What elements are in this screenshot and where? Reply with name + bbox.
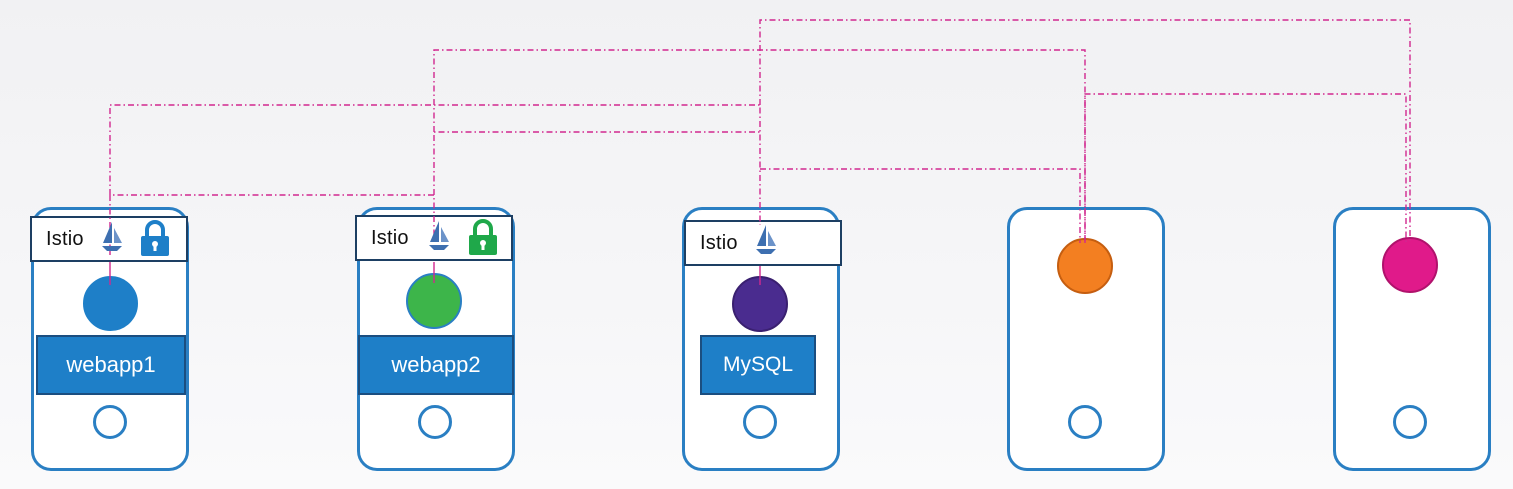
istio-label: Istio [700,231,738,254]
service-label-mysql: MySQL [700,335,816,395]
circle-outline-icon [1393,405,1427,439]
service-dot-mysql [732,276,788,332]
istio-sail-icon [756,225,776,254]
service-dot-node4 [1057,238,1113,294]
padlock-icon [469,219,497,255]
service-name: webapp1 [66,352,156,377]
circle-outline-icon [93,405,127,439]
istio-label: Istio [371,226,409,249]
service-dot-webapp1 [83,276,138,331]
circle-outline-icon [418,405,452,439]
circle-outline-icon [743,405,777,439]
service-name: MySQL [722,353,793,376]
circle-outline-icon [1068,405,1102,439]
padlock-icon [141,220,169,256]
service-name: webapp2 [391,352,481,377]
service-label-webapp1: webapp1 [36,335,186,395]
service-label-webapp2: webapp2 [358,335,514,395]
istio-sail-icon [429,221,449,250]
istio-label: Istio [46,227,84,250]
istio-sail-icon [102,222,122,251]
service-dot-webapp2 [406,273,462,329]
service-dot-node5 [1382,237,1438,293]
connection-webapp2-mysql [433,131,760,195]
